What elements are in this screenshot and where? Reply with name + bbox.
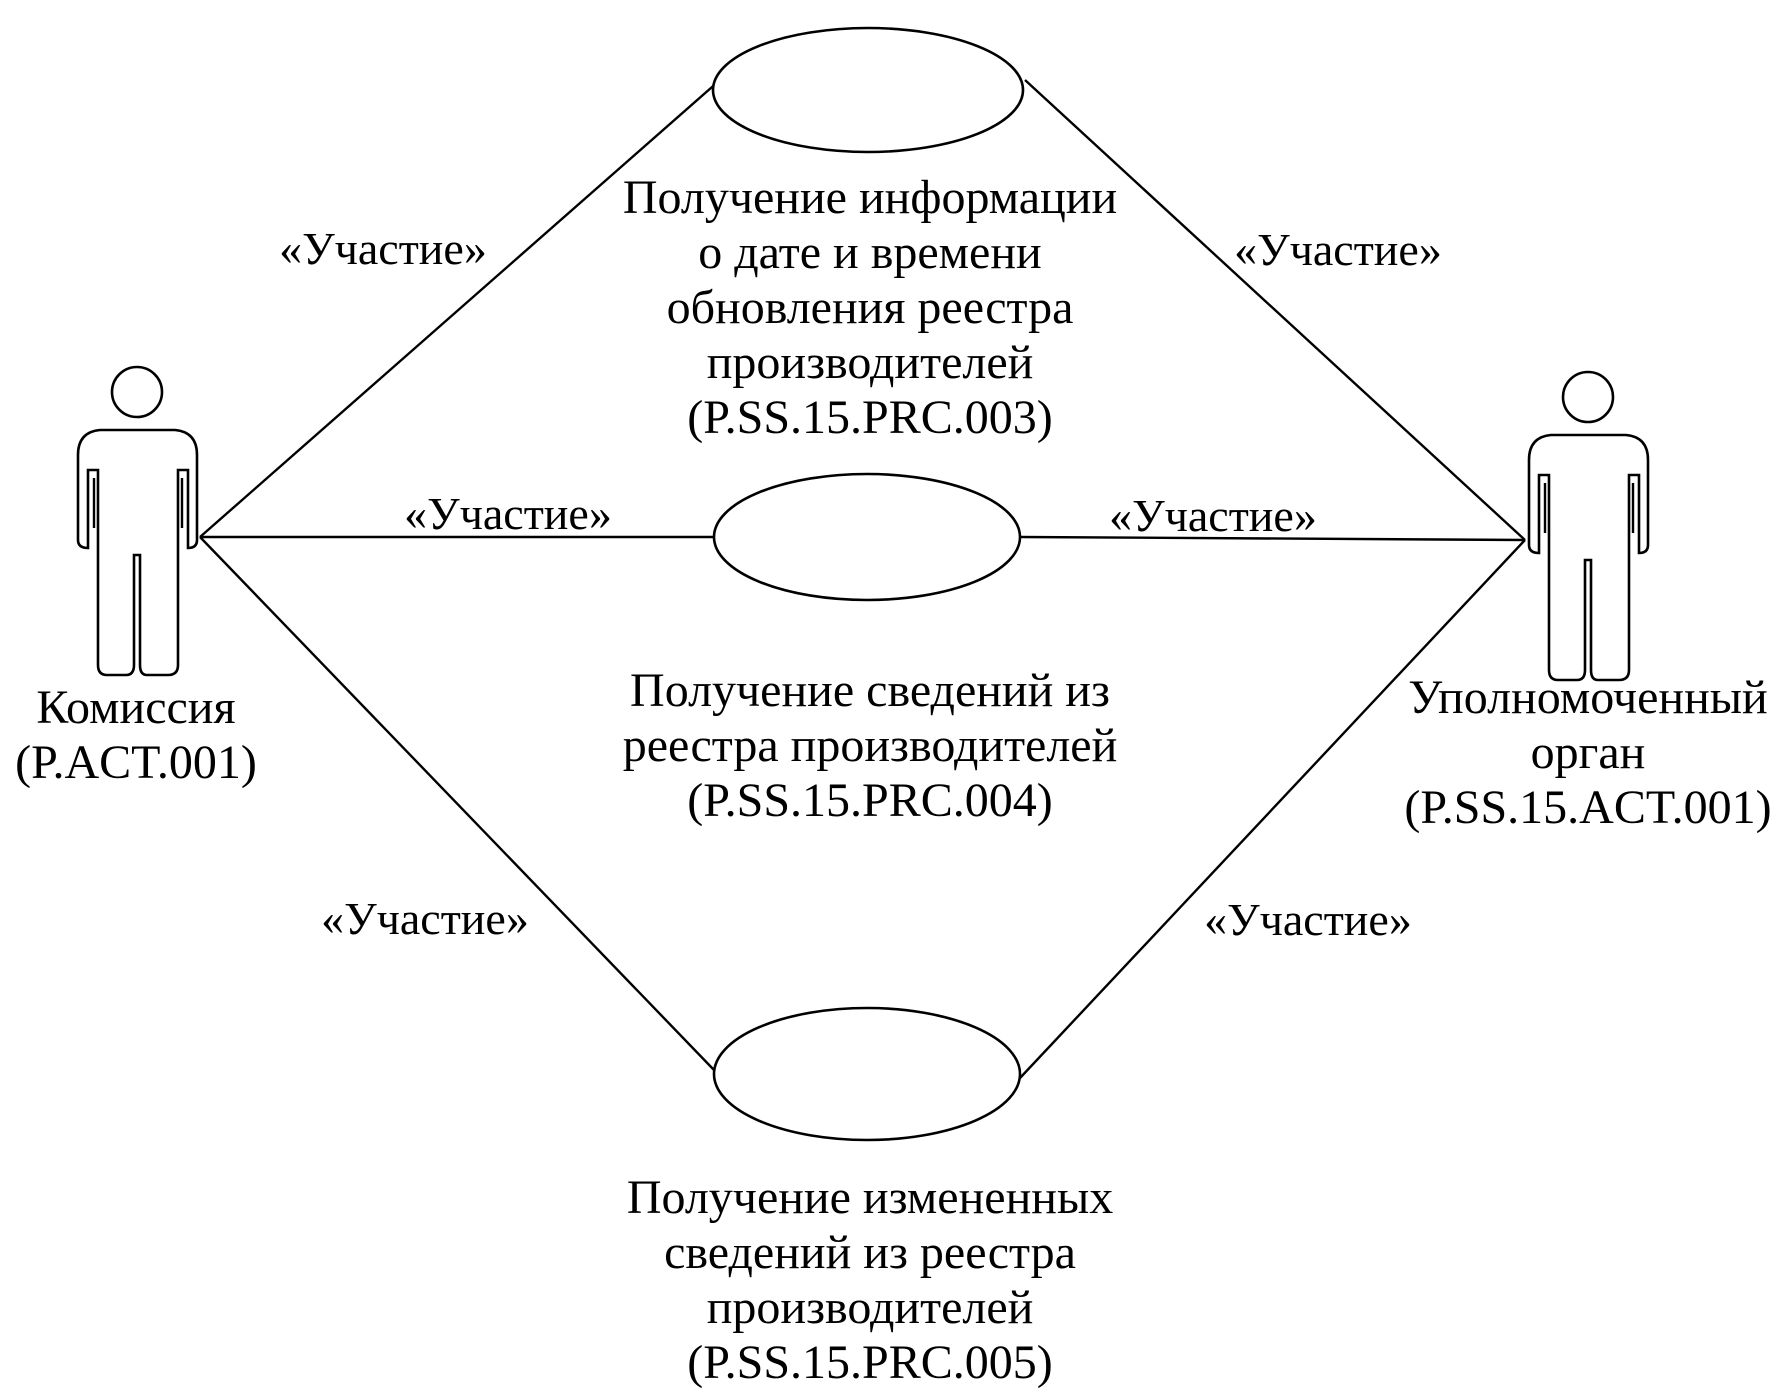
association-authorized-body-uc-004 — [1019, 535, 1526, 542]
use-case-004-line-3: (P.SS.15.PRC.004) — [687, 774, 1052, 827]
association-label-authorized-body-uc-003: «Участие» — [1234, 224, 1442, 275]
association-label-commission-uc-005: «Участие» — [321, 893, 529, 944]
use-case-005-line-4: (P.SS.15.PRC.005) — [687, 1336, 1052, 1389]
use-case-005-line-1: Получение измененных — [627, 1171, 1113, 1224]
use-case-005-line-3: производителей — [707, 1281, 1034, 1334]
association-authorized-body-uc-003 — [1024, 79, 1526, 541]
association-label-commission-uc-004: «Участие» — [404, 488, 612, 539]
actor-commission-name: Комиссия — [36, 681, 235, 734]
use-case-ellipse-004 — [712, 472, 1022, 602]
association-label-authorized-body-uc-004: «Участие» — [1109, 490, 1317, 541]
association-commission-uc-003 — [199, 79, 721, 538]
use-case-003-line-1: Получение информации — [623, 171, 1117, 224]
use-case-005-line-2: сведений из реестра — [664, 1226, 1076, 1279]
use-case-ellipse-003 — [711, 26, 1025, 154]
use-case-ellipse-005 — [712, 1006, 1022, 1142]
association-label-authorized-body-uc-005: «Участие» — [1204, 894, 1412, 945]
association-authorized-body-uc-005 — [1019, 539, 1526, 1079]
use-case-004-line-2: реестра производителей — [623, 719, 1118, 772]
use-case-003-line-4: производителей — [707, 336, 1034, 389]
association-commission-uc-005 — [199, 536, 715, 1071]
use-case-004-line-1: Получение сведений из — [630, 664, 1110, 717]
actor-authorized-body-id: (P.SS.15.ACT.001) — [1404, 781, 1771, 834]
actor-figure-commission — [76, 365, 199, 677]
actor-authorized-body-name-line-2: орган — [1531, 726, 1646, 779]
actor-authorized-body-name-line-1: Уполномоченный — [1408, 671, 1767, 724]
use-case-003-line-2: о дате и времени — [698, 226, 1041, 279]
actor-commission-id: (P.ACT.001) — [15, 736, 257, 789]
use-case-003-line-5: (P.SS.15.PRC.003) — [687, 391, 1052, 444]
use-case-003-line-3: обновления реестра — [667, 281, 1074, 334]
association-label-commission-uc-003: «Участие» — [279, 223, 487, 274]
actor-figure-authorized-body — [1527, 370, 1650, 682]
